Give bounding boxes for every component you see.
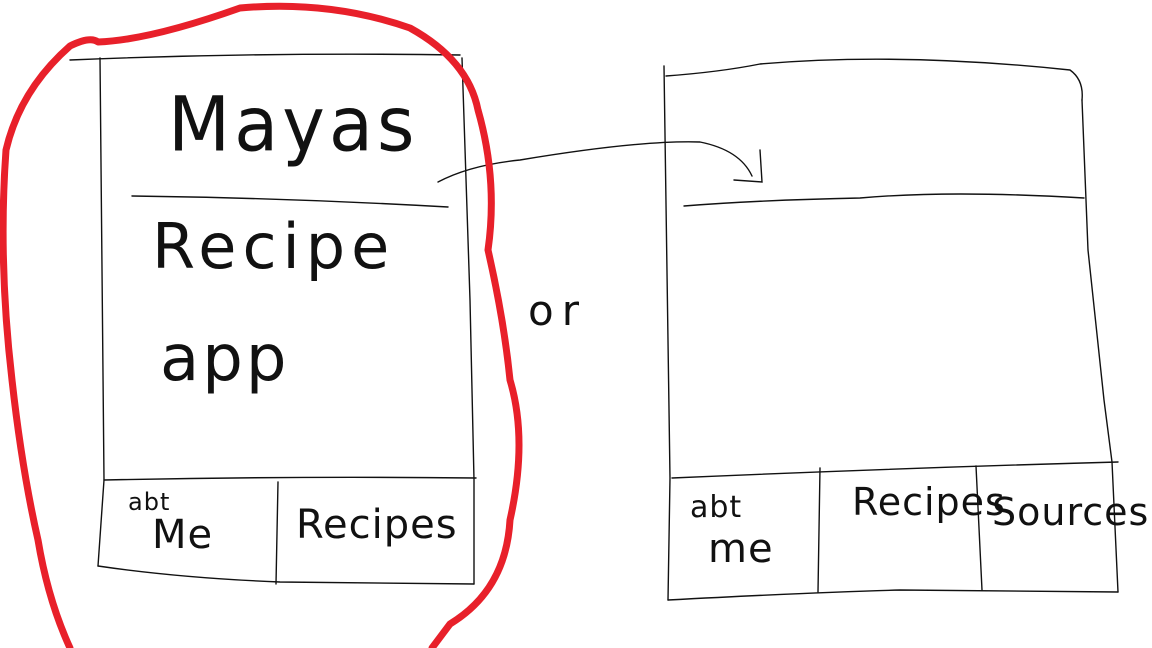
right-tab-about-me-line-2[interactable]: me bbox=[708, 526, 774, 572]
left-frame-left bbox=[97, 57, 105, 567]
right-tab-recipes[interactable]: Recipes bbox=[852, 480, 1006, 524]
arrow-head bbox=[733, 149, 763, 183]
right-frame-left bbox=[663, 65, 671, 601]
or-label: or bbox=[528, 286, 587, 335]
app-title-line-3: app bbox=[160, 322, 290, 396]
app-title-line-2: Recipe bbox=[152, 210, 396, 283]
right-wireframe bbox=[663, 58, 1119, 601]
left-header-divider bbox=[131, 195, 449, 208]
left-tabbar-top bbox=[103, 476, 477, 481]
right-frame-bottom bbox=[667, 589, 1119, 601]
left-frame-right bbox=[461, 57, 475, 585]
app-title-line-1: Mayas bbox=[168, 79, 419, 169]
right-tab-divider-2 bbox=[975, 465, 983, 591]
arrow-curve bbox=[437, 141, 753, 183]
left-frame-top bbox=[69, 53, 461, 61]
left-tab-recipes[interactable]: Recipes bbox=[296, 502, 458, 548]
left-tab-about-me-line-1[interactable]: abt bbox=[128, 488, 171, 516]
right-frame-right bbox=[1081, 99, 1119, 593]
left-wireframe bbox=[69, 53, 477, 585]
right-header-divider bbox=[683, 193, 1085, 207]
left-tab-divider bbox=[275, 481, 279, 585]
right-tab-divider-1 bbox=[817, 467, 821, 593]
selection-circle bbox=[0, 2, 523, 648]
right-tab-sources[interactable]: Sources bbox=[992, 490, 1150, 534]
right-frame-top bbox=[665, 58, 1083, 101]
right-tabbar-top bbox=[671, 461, 1119, 479]
connector-arrow bbox=[437, 141, 763, 183]
left-frame-bottom bbox=[97, 565, 475, 585]
left-tab-about-me-line-2[interactable]: Me bbox=[152, 512, 214, 558]
right-tab-about-me-line-1[interactable]: abt bbox=[690, 490, 743, 525]
